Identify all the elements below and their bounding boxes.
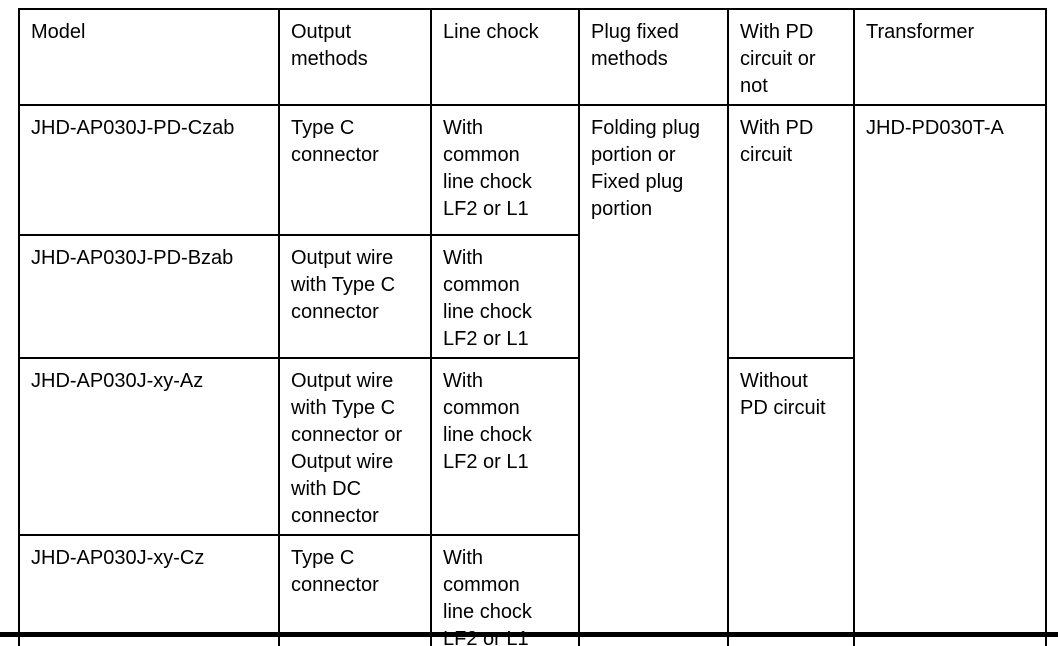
header-row: Model Output methods Line chock Plug fix… <box>18 8 1047 106</box>
table-row: JHD-AP030J-xy-Az Output wire with Type C… <box>18 357 1046 646</box>
header-cell-plug-fixed-methods: Plug fixed methods <box>578 8 729 106</box>
header-cell-line-chock: Line chock <box>430 8 580 106</box>
cell-line-chock: With common line chock LF2 or L1 <box>430 104 580 236</box>
cell-model: JHD-AP030J-xy-Cz <box>18 534 280 646</box>
cell-model: JHD-AP030J-xy-Az <box>18 357 280 536</box>
cell-output-methods: Type C connector <box>278 534 432 646</box>
cell-line-chock: With common line chock LF2 or L1 <box>430 534 580 646</box>
cell-output-methods: Type C connector <box>278 104 432 236</box>
header-cell-pd-circuit: With PD circuit or not <box>727 8 855 106</box>
cell-output-methods: Output wire with Type C connector <box>278 234 432 359</box>
cell-model: JHD-AP030J-PD-Czab <box>18 104 280 236</box>
page-bottom-rule <box>0 632 1058 637</box>
header-cell-model: Model <box>18 8 280 106</box>
cell-pd-without-circuit: Without PD circuit <box>727 357 855 646</box>
cell-pd-with-circuit: With PD circuit <box>727 104 855 359</box>
cell-line-chock: With common line chock LF2 or L1 <box>430 234 580 359</box>
product-spec-table: Model Output methods Line chock Plug fix… <box>18 8 1047 646</box>
cell-model: JHD-AP030J-PD-Bzab <box>18 234 280 359</box>
cell-transformer: JHD-PD030T-A <box>853 104 1047 646</box>
header-cell-output-methods: Output methods <box>278 8 432 106</box>
table-row: JHD-AP030J-PD-Czab Type C connector With… <box>18 104 1047 646</box>
table-row: JHD-AP030J-PD-Bzab Output wire with Type… <box>18 234 1046 359</box>
cell-plug-fixed-methods: Folding plug portion or Fixed plug porti… <box>578 104 729 646</box>
header-cell-transformer: Transformer <box>853 8 1047 106</box>
cell-output-methods: Output wire with Type C connector or Out… <box>278 357 432 536</box>
cell-line-chock: With common line chock LF2 or L1 <box>430 357 580 536</box>
